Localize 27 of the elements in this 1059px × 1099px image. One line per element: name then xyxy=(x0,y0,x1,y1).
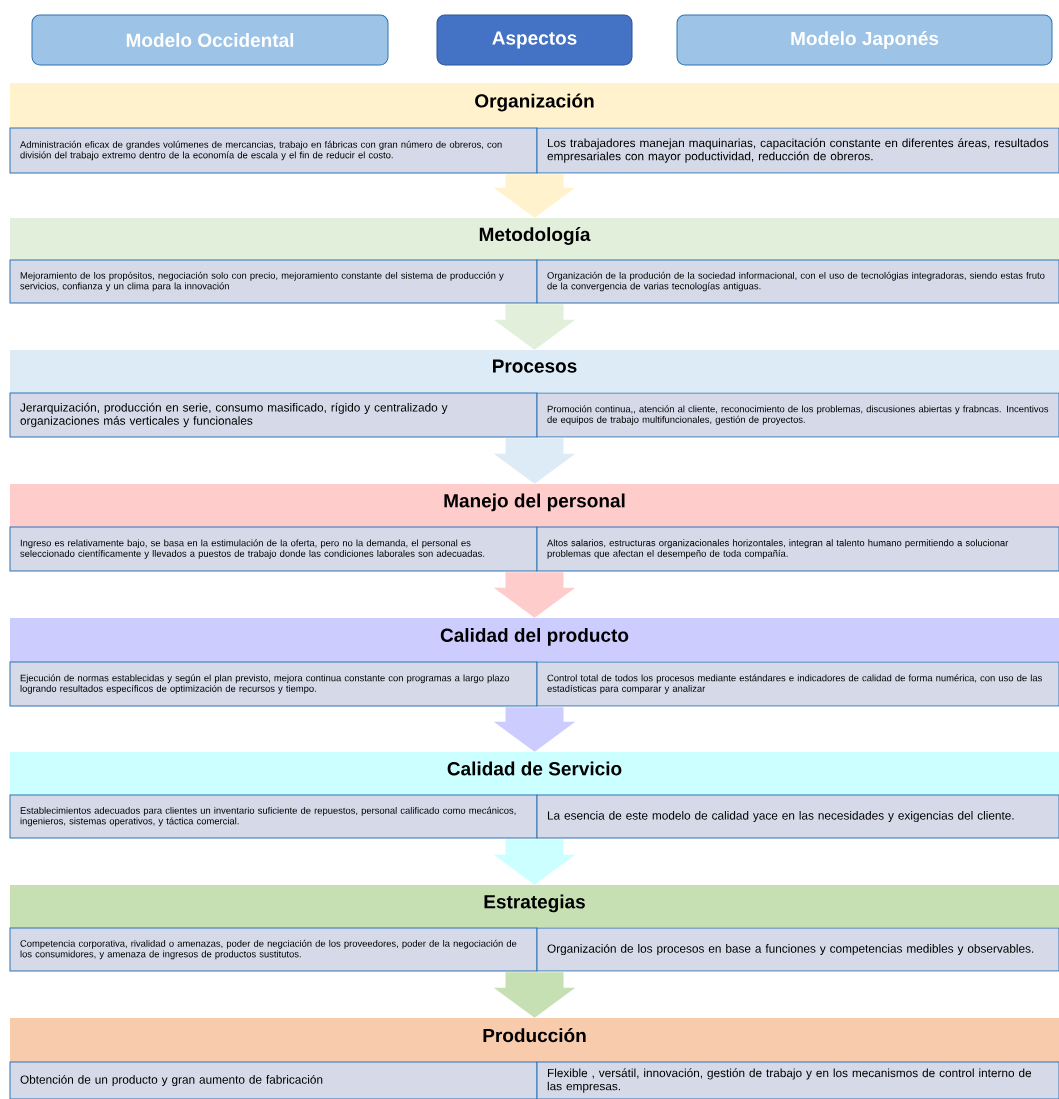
text-cell: Altos salarios, estructuras organizacionales horizontales, integran al talento humano permitiendo a solucionar problemas que afectan el desempeño de toda compañía. xyxy=(536,526,1059,572)
header-box: Modelo Japonés xyxy=(676,14,1053,66)
header-box: Aspectos xyxy=(436,14,633,66)
text-cell: Competencia corporativa, rivalidad o amenazas, poder de negciación de los proveedores, poder de la negociación de los consumidores, y amenaza de ingresos de productos sustitutos. xyxy=(9,927,538,972)
text-cell: Obtención de un producto y gran aumento de fabricación xyxy=(9,1061,538,1099)
text-cell: Ejecución de normas establecidas y según el plan previsto, mejora continua constante con programas a largo plazo logrando resultados específicos de optimización de recursos y tiempo. xyxy=(9,661,538,707)
text-cell: Mejoramiento de los propósitos, negociación solo con precio, mejoramiento constante del sistema de producción y servicios, confianza y un clima para la innovación xyxy=(9,259,538,304)
section-band: Calidad del producto Ejecución de normas establecidas y según el plan previsto, mejora continua constante con programas a largo plazo logrando resultados específicos de optimización de recursos y tiempo. Control total de todos los procesos mediante estándares e indicadores de calidad de forma numérica, con uso de las estadísticas para comparar y analizar xyxy=(9,618,1059,707)
text-cell: Los trabajadores manejan maquinarias, capacitación constante en diferentes áreas, resultados empresariales con mayor poductividad, reducción de obreros. xyxy=(536,127,1059,174)
text-cell: La esencia de este modelo de calidad yace en las necesidades y exigencias del cliente. xyxy=(536,794,1059,839)
text-cell: Establecimientos adecuados para clientes un inventario suficiente de repuestos, personal calificado como mecánicos, ingenieros, sistemas operativos, y táctica comercial. xyxy=(9,794,538,839)
section-band: Organización Administración eficax de grandes volúmenes de mercancias, trabajo en fábricas con gran número de obreros, con división del trabajo extremo dentro de la economía de escala y el fin de reducir el costo. Los trabajadores manejan maquinarias, capacitación constante en diferentes áreas, resultados empresariales con mayor poductividad, reducción de obreros. xyxy=(9,83,1059,174)
text-cell: Ingreso es relativamente bajo, se basa en la estimulación de la oferta, pero no la demanda, el personal es seleccionado científicamente y llevados a puestos de trabajo donde las condiciones laborales son adecuadas. xyxy=(9,526,538,572)
text-cell: Control total de todos los procesos mediante estándares e indicadores de calidad de forma numérica, con uso de las estadísticas para comparar y analizar xyxy=(536,661,1059,707)
text-cell: Organización de la produción de la sociedad informacional, con el uso de tecnológias integradoras, siendo estas fruto de la convergencia de varias tecnologías antiguas. xyxy=(536,259,1059,304)
header-box: Modelo Occidental xyxy=(31,14,389,66)
text-cell: Organización de los procesos en base a funciones y competencias medibles y observables. xyxy=(536,927,1059,972)
text-cell: Administración eficax de grandes volúmenes de mercancias, trabajo en fábricas con gran número de obreros, con división del trabajo extremo dentro de la economía de escala y el fin de reducir el costo. xyxy=(9,127,538,174)
section-band: Producción Obtención de un producto y gran aumento de fabricación Flexible , versátil, innovación, gestión de trabajo y en los mecanismos de control interno de las empresas. xyxy=(9,1018,1059,1099)
section-band: Manejo del personal Ingreso es relativamente bajo, se basa en la estimulación de la oferta, pero no la demanda, el personal es seleccionado científicamente y llevados a puestos de trabajo donde las condiciones laborales son adecuadas. Altos salarios, estructuras organizacionales horizontales, integran al talento humano permitiendo a solucionar problemas que afectan el desempeño de toda compañía. xyxy=(9,484,1059,572)
section-band: Metodología Mejoramiento de los propósitos, negociación solo con precio, mejoramiento constante del sistema de producción y servicios, confianza y un clima para la innovación Organización de la produción de la sociedad informacional, con el uso de tecnológias integradoras, siendo estas fruto de la convergencia de varias tecnologías antiguas. xyxy=(9,218,1059,304)
text-cell: Flexible , versátil, innovación, gestión de trabajo y en los mecanismos de control interno de las empresas. xyxy=(536,1061,1059,1099)
section-band: Procesos Jerarquización, producción en serie, consumo masificado, rígido y centralizado y organizaciones más verticales y funcionales Promoción continua,, atención al cliente, reconocimiento de los problemas, discusiones abiertas y frabncas. Incentivos de equipos de trabajo multifuncionales, gestión de proyectos. xyxy=(9,350,1059,438)
section-band: Estrategias Competencia corporativa, rivalidad o amenazas, poder de negciación de los proveedores, poder de la negociación de los consumidores, y amenaza de ingresos de productos sustitutos. Organización de los procesos en base a funciones y competencias medibles y observables. xyxy=(9,885,1059,972)
text-cell: Jerarquización, producción en serie, consumo masificado, rígido y centralizado y organizaciones más verticales y funcionales xyxy=(9,392,538,438)
section-band: Calidad de Servicio Establecimientos adecuados para clientes un inventario suficiente de repuestos, personal calificado como mecánicos, ingenieros, sistemas operativos, y táctica comercial. La esencia de este modelo de calidad yace en las necesidades y exigencias del cliente. xyxy=(9,752,1059,839)
text-cell: Promoción continua,, atención al cliente, reconocimiento de los problemas, discusiones abiertas y frabncas. Incentivos de equipos de trabajo multifuncionales, gestión de proyectos. xyxy=(536,392,1059,438)
